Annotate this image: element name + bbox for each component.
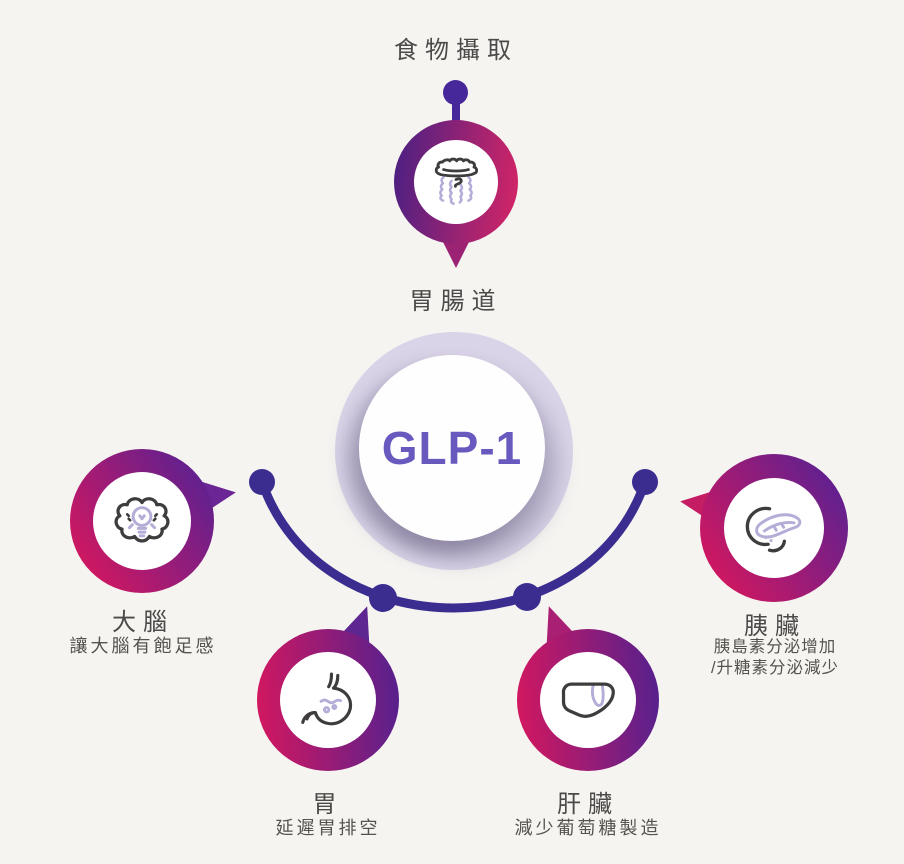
pancreas-node-ring — [700, 454, 848, 602]
gastro-node-ring — [394, 120, 518, 244]
arc-node-dot — [249, 469, 275, 495]
liver-icon — [561, 682, 615, 719]
brain-node-subtitle: 讓大腦有飽足感 — [69, 636, 217, 656]
arc-node-dot — [369, 584, 397, 612]
stomach-icon — [301, 672, 353, 726]
pancreas-icon — [745, 506, 802, 553]
stem-line — [452, 96, 460, 130]
brain-node-ring — [70, 449, 214, 593]
brain-node-title: 大腦 — [112, 609, 174, 636]
pancreas-node-title: 胰臟 — [744, 613, 806, 640]
brain-icon — [114, 497, 170, 543]
gastro-node-title: 胃腸道 — [409, 288, 503, 315]
liver-node-ring — [517, 629, 659, 771]
liver-node-title: 肝臟 — [557, 791, 619, 818]
intestines-icon — [434, 157, 479, 205]
arc-node-dot — [632, 469, 658, 495]
arc-node-dot — [513, 583, 541, 611]
liver-node-subtitle: 減少葡萄糖製造 — [514, 818, 662, 838]
stomach-node-ring — [257, 629, 399, 771]
pancreas-node-subtitle: 胰島素分泌增加 /升糖素分泌減少 — [710, 638, 840, 677]
glp1-circle: GLP-1 — [359, 355, 545, 541]
food-intake-label: 食物攝取 — [394, 37, 518, 64]
stomach-node-subtitle: 延遲胃排空 — [275, 818, 381, 838]
glp1-label: GLP-1 — [381, 422, 523, 474]
stomach-node-title: 胃 — [312, 791, 344, 818]
